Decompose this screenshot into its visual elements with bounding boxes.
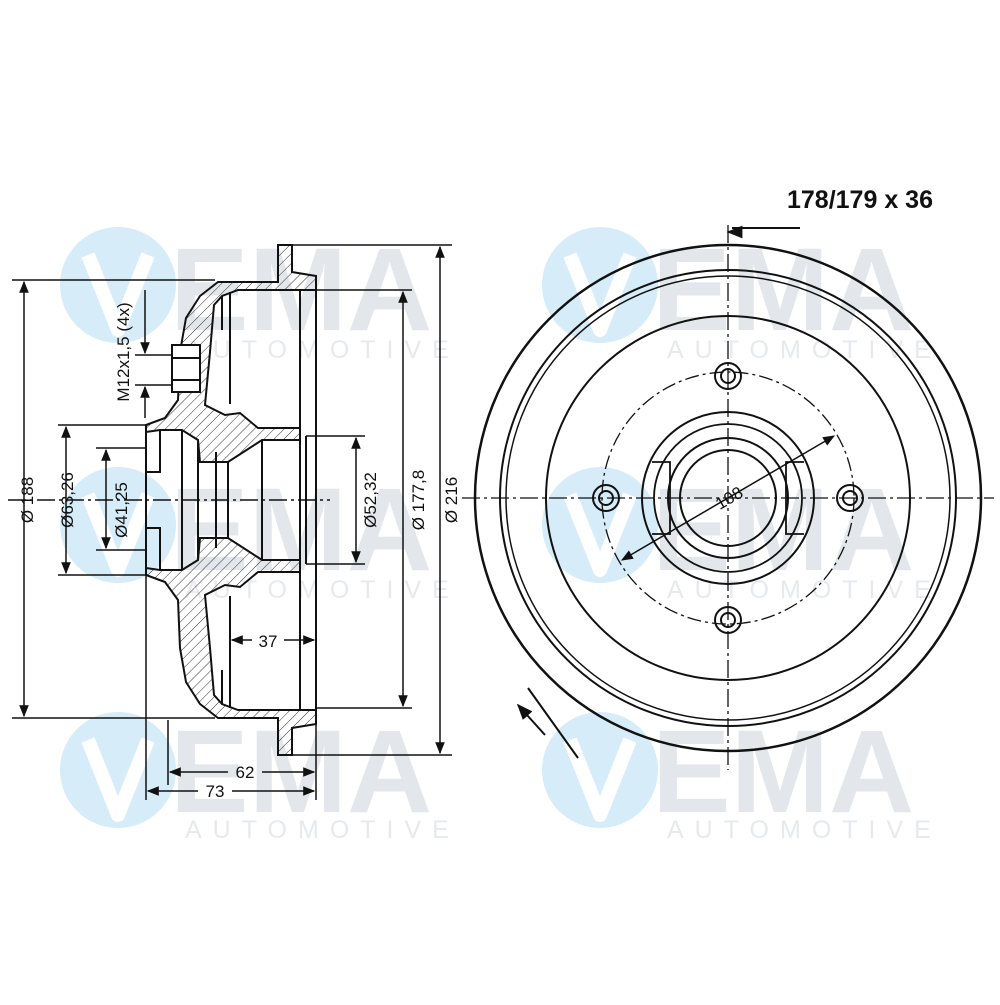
dimension-label-d216: Ø 216	[442, 477, 461, 523]
dimension-label-w73: 73	[206, 782, 225, 801]
watermark-brand: EMA	[652, 706, 914, 838]
dimension-label-d52: Ø52,32	[361, 472, 380, 528]
watermark-tagline: AUTOMOTIVE	[185, 336, 460, 364]
watermark-tagline: AUTOMOTIVE	[667, 816, 942, 844]
pcd-dimension-line	[620, 435, 836, 561]
dimension-label-w62: 62	[236, 763, 255, 782]
dimension-label-thread: M12x1,5 (4x)	[114, 302, 133, 401]
section-cut-line	[527, 687, 579, 759]
dimension-label-d177: Ø 177,8	[409, 470, 428, 531]
watermark-logo: EMA AUTOMOTIVE	[60, 706, 460, 844]
watermark-logo: EMA AUTOMOTIVE	[542, 706, 942, 844]
dimension-label-d63: Ø63,26	[58, 472, 77, 528]
dimension-label-d188: Ø 188	[18, 477, 37, 523]
drum-size-title: 178/179 x 36	[787, 186, 933, 214]
front-view	[462, 225, 994, 770]
drum-inner-lines	[221, 276, 317, 724]
stud-hole	[171, 344, 201, 393]
section-cut-arrow	[516, 703, 546, 736]
watermark-tagline: AUTOMOTIVE	[185, 816, 460, 844]
section-dimensions	[12, 244, 452, 800]
dimension-label-d41: Ø41,25	[112, 482, 131, 538]
watermark-tagline: AUTOMOTIVE	[667, 336, 942, 364]
watermark-tagline: AUTOMOTIVE	[667, 576, 942, 604]
dimension-label-w37: 37	[259, 632, 278, 651]
